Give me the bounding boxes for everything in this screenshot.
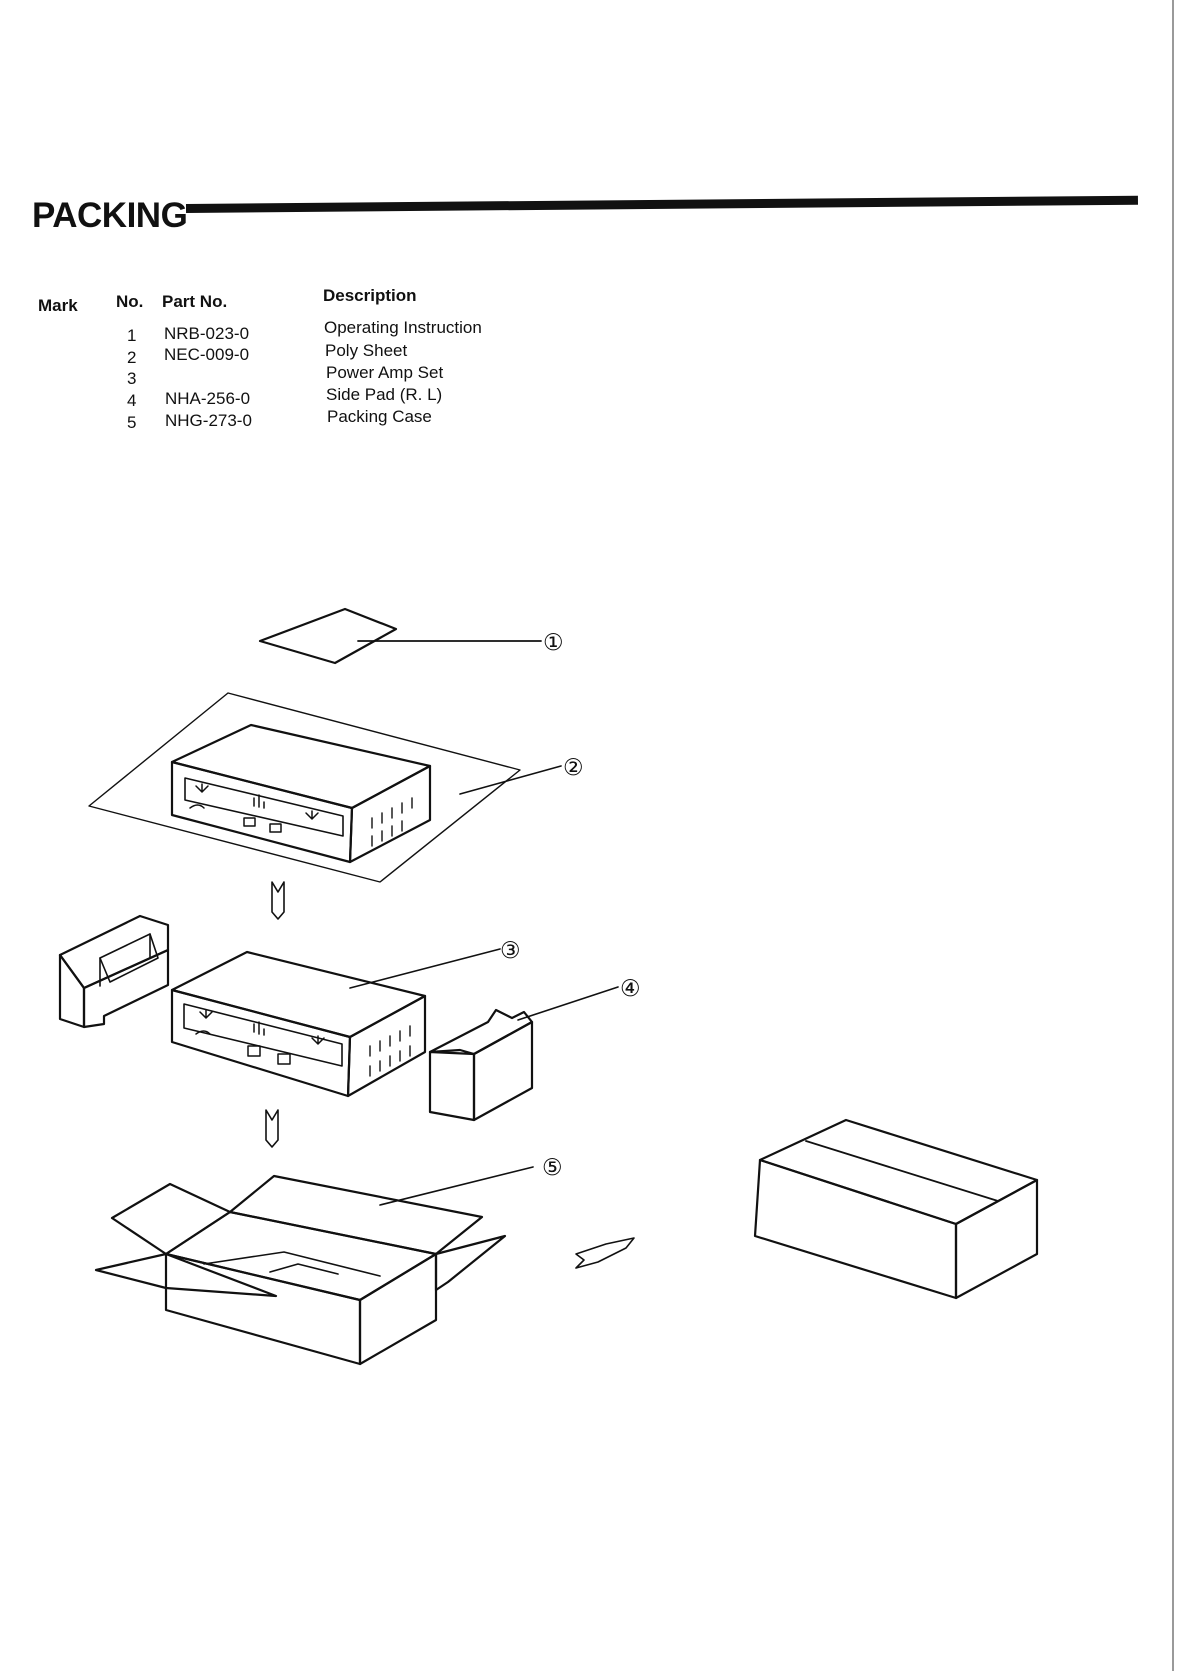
left-side-pad: [60, 916, 168, 1027]
right-arrow-icon: [576, 1238, 634, 1268]
callout-2: ②: [563, 755, 584, 781]
down-arrow-icon: [266, 1110, 278, 1147]
closed-packing-case: [755, 1120, 1037, 1298]
callout-4: ④: [620, 976, 641, 1002]
power-amp-set: [172, 949, 500, 1096]
callout-1: ①: [543, 630, 564, 656]
poly-sheet: [89, 693, 561, 882]
callout-3: ③: [500, 938, 521, 964]
operating-instruction-sheet: [260, 609, 541, 663]
down-arrow-icon: [272, 882, 284, 919]
callout-5: ⑤: [542, 1155, 563, 1181]
right-side-pad: [430, 987, 618, 1120]
open-packing-case: [96, 1167, 533, 1364]
power-amp-on-poly-sheet: [172, 725, 430, 862]
